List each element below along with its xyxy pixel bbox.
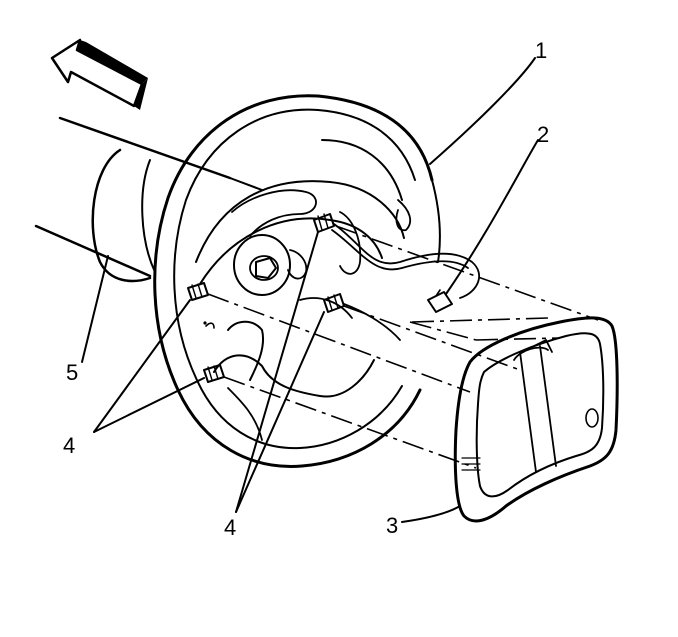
leader-5 [81,255,109,363]
leader-3 [401,505,461,523]
screw-upper-right [313,213,335,233]
callout-3-horn-cover: 3 [386,513,399,538]
leader-lines [81,57,539,523]
callout-5-steering-column: 5 [66,360,79,385]
callout-1-steering-wheel: 1 [535,38,548,63]
horn-wiring [331,223,480,313]
screw-lower-left [203,364,225,383]
screw-upper-left [187,282,209,301]
steering-column [34,116,263,283]
callout-2-connector: 2 [537,122,550,147]
leader-4a-lower [93,377,205,433]
leader-4a-upper [93,299,191,433]
steering-wheel-rim [153,94,441,468]
callout-4-screws-bottom: 4 [224,515,237,540]
steering-wheel-hub [195,180,412,441]
cover-outline-guide [409,317,561,341]
leader-4b-upper [235,231,319,513]
callout-4-screws-left: 4 [63,433,76,458]
leader-2 [445,139,539,295]
leader-4b-lower [235,311,325,513]
horn-cover [453,316,619,523]
direction-arrow [50,38,148,110]
leader-1 [429,57,536,165]
alignment-lines [207,225,599,469]
